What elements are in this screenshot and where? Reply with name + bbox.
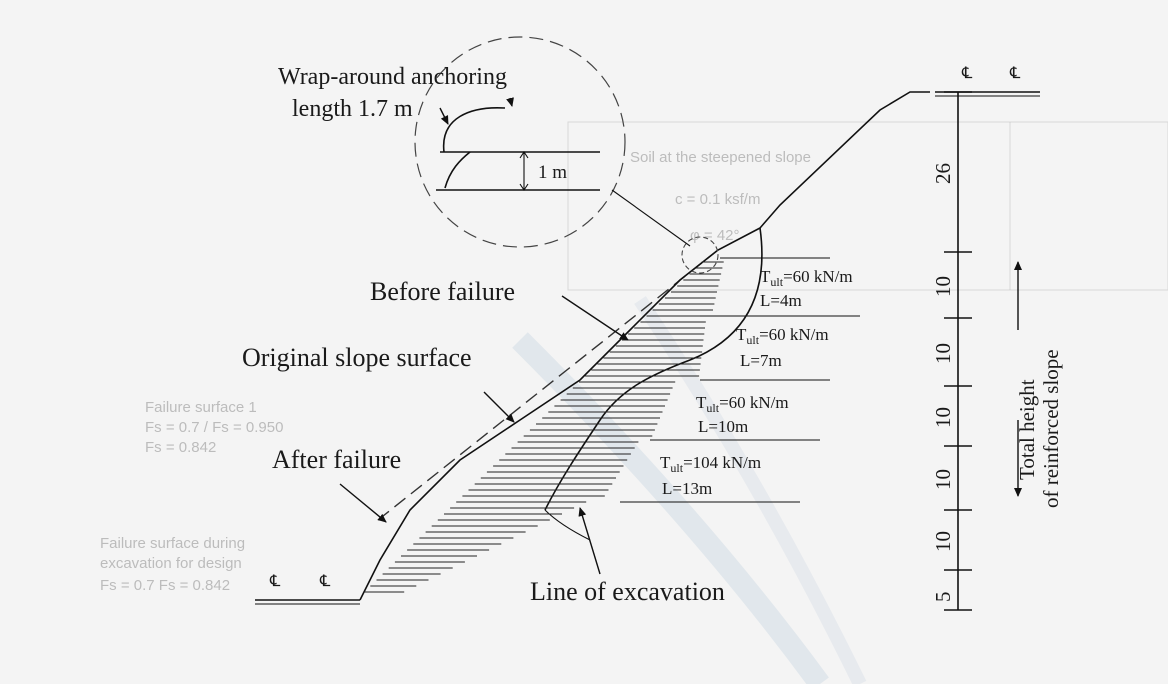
detail-spacing-label: 1 m [538, 162, 567, 183]
slope-labels: Before failure Original slope surface Af… [242, 65, 1021, 606]
before-failure-surface [359, 227, 761, 601]
svg-text:Tult=60 kN/m: Tult=60 kN/m [760, 267, 853, 289]
ghost-text-7: Failure surface during [100, 535, 245, 552]
reinforcement-length-4: L=13m [662, 479, 712, 498]
detail-dim-ticks [519, 151, 529, 191]
ghost-text-4: Failure surface 1 [145, 399, 257, 416]
ghost-text-9: Fs = 0.7 Fs = 0.842 [100, 577, 230, 594]
dimension-label: 10 [931, 531, 955, 552]
ghost-text-5: Fs = 0.7 / Fs = 0.950 [145, 419, 283, 436]
detail-location-circle [681, 236, 719, 274]
centerline-mark-2: ℄ [319, 573, 331, 590]
dimension-label: 26 [931, 163, 955, 184]
detail-title-line2: length 1.7 m [292, 96, 413, 122]
reinforcement-layer-4: Tult=104 kN/m L=13m [660, 453, 761, 498]
dimension-label: 10 [931, 469, 955, 490]
after-failure-surface [544, 227, 763, 511]
ghost-text-1: Soil at the steepened slope [630, 149, 811, 166]
dimension-label: 5 [931, 592, 955, 603]
geogrid-layers [364, 261, 724, 593]
centerline-mark-4: ℄ [1009, 65, 1021, 82]
height-dimensions: 26 10 10 10 10 10 5 Total height of reinforced… [931, 91, 1063, 611]
detail-wrap-layer [442, 107, 506, 153]
total-height-label-line2: of reinforced slope [1039, 349, 1063, 508]
detail-leader-line [611, 189, 691, 247]
svg-text:Tult=104 kN/m: Tult=104 kN/m [660, 453, 761, 475]
dimension-ticks [944, 91, 972, 611]
ghost-text-6: Fs = 0.842 [145, 439, 216, 456]
excavation-line [544, 509, 591, 541]
anchoring-detail: 1 m Wrap-around anchoring length 1.7 m [278, 36, 719, 274]
dimension-label: 10 [931, 276, 955, 297]
dimension-label: 10 [931, 407, 955, 428]
reinforcement-length-3: L=10m [698, 417, 748, 436]
label-excavation: Line of excavation [530, 577, 725, 606]
detail-arrow-2 [439, 107, 449, 125]
dimension-label: 10 [931, 343, 955, 364]
reinforcement-layer-2: Tult=60 kN/m L=7m [736, 325, 829, 370]
arrow-after-failure [339, 483, 387, 523]
reinforcement-length-1: L=4m [760, 291, 802, 310]
total-height-label-line1: Total height [1015, 379, 1039, 480]
label-before-failure: Before failure [370, 277, 515, 306]
ghost-text-8: excavation for design [100, 555, 242, 572]
detail-circle [414, 36, 626, 248]
arrow-excavation [578, 507, 601, 575]
ghost-text-2: c = 0.1 ksf/m [675, 191, 760, 208]
arrow-before-failure [561, 295, 629, 341]
centerline-mark-3: ℄ [961, 65, 973, 82]
detail-wrap-return [444, 151, 471, 189]
centerline-mark-1: ℄ [269, 573, 281, 590]
reinforcement-labels: Tult=60 kN/m L=4m Tult=60 kN/m L=7m Tult… [660, 267, 853, 498]
label-after-failure: After failure [272, 445, 401, 474]
slope-crest-line [759, 91, 930, 229]
dimension-labels: 26 10 10 10 10 10 5 [931, 163, 955, 602]
reinforcement-layer-1: Tult=60 kN/m L=4m [760, 267, 853, 310]
label-original-slope: Original slope surface [242, 343, 472, 372]
detail-title-line1: Wrap-around anchoring [278, 64, 507, 90]
reinforcement-layer-3: Tult=60 kN/m L=10m [696, 393, 789, 436]
arrow-original-slope [483, 391, 515, 423]
original-slope-surface-line [377, 249, 719, 521]
ghost-text-3: φ = 42° [690, 227, 740, 244]
svg-text:Tult=60 kN/m: Tult=60 kN/m [696, 393, 789, 415]
reinforcement-length-2: L=7m [740, 351, 782, 370]
reinforcement-level-lines [620, 257, 860, 503]
detail-arrow-1 [506, 97, 514, 107]
svg-text:Tult=60 kN/m: Tult=60 kN/m [736, 325, 829, 347]
